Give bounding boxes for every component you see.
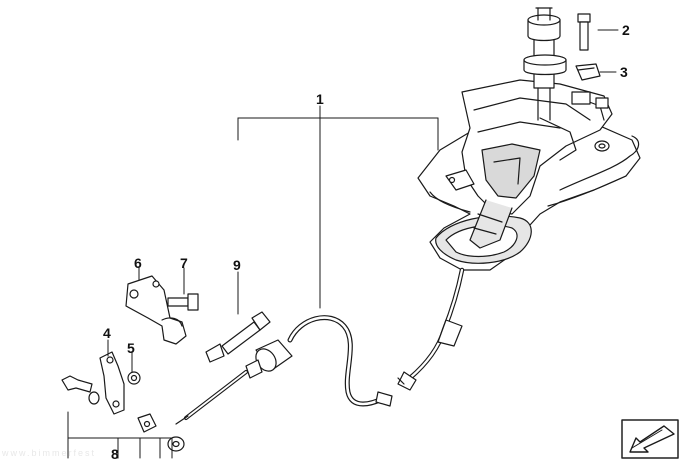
shifter-housing bbox=[397, 7, 641, 391]
lever-item-4 bbox=[99, 351, 125, 415]
bolt-item-7 bbox=[167, 293, 199, 311]
leader-lines bbox=[67, 29, 619, 459]
nut-item-5 bbox=[127, 371, 141, 385]
callout-9: 9 bbox=[233, 257, 241, 273]
bolt-item-2 bbox=[577, 13, 591, 51]
callout-2: 2 bbox=[622, 22, 630, 38]
callout-3: 3 bbox=[620, 64, 628, 80]
callout-8: 8 bbox=[111, 446, 119, 462]
callout-4: 4 bbox=[103, 325, 111, 341]
callout-1: 1 bbox=[316, 91, 324, 107]
arrow-down-left-icon bbox=[621, 419, 679, 459]
watermark: www.bimmerfest bbox=[2, 448, 97, 458]
bracket-item-6 bbox=[125, 275, 187, 345]
callout-6: 6 bbox=[134, 255, 142, 271]
selector-cable bbox=[175, 315, 393, 425]
callout-5: 5 bbox=[127, 340, 135, 356]
clip-item-3 bbox=[575, 63, 601, 81]
parts-group-item-8 bbox=[61, 375, 185, 452]
callout-7: 7 bbox=[180, 255, 188, 271]
bolt-item-9 bbox=[205, 311, 271, 363]
